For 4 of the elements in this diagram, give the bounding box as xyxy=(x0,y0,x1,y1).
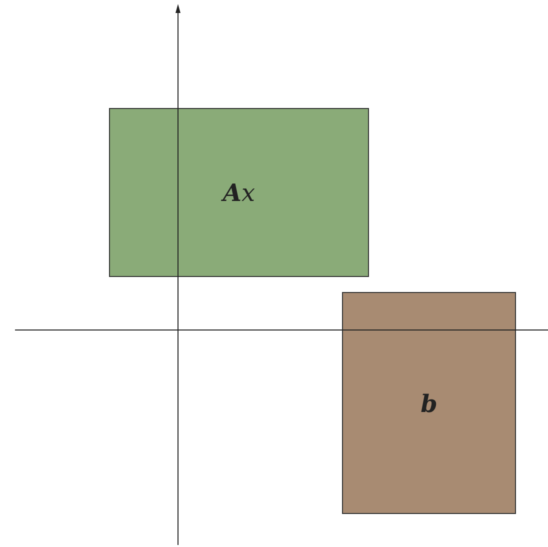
shaded-rectangle xyxy=(109,108,369,277)
shaded-rectangle xyxy=(342,292,516,514)
math-label: Ax xyxy=(222,178,256,207)
math-label: b xyxy=(420,388,438,418)
